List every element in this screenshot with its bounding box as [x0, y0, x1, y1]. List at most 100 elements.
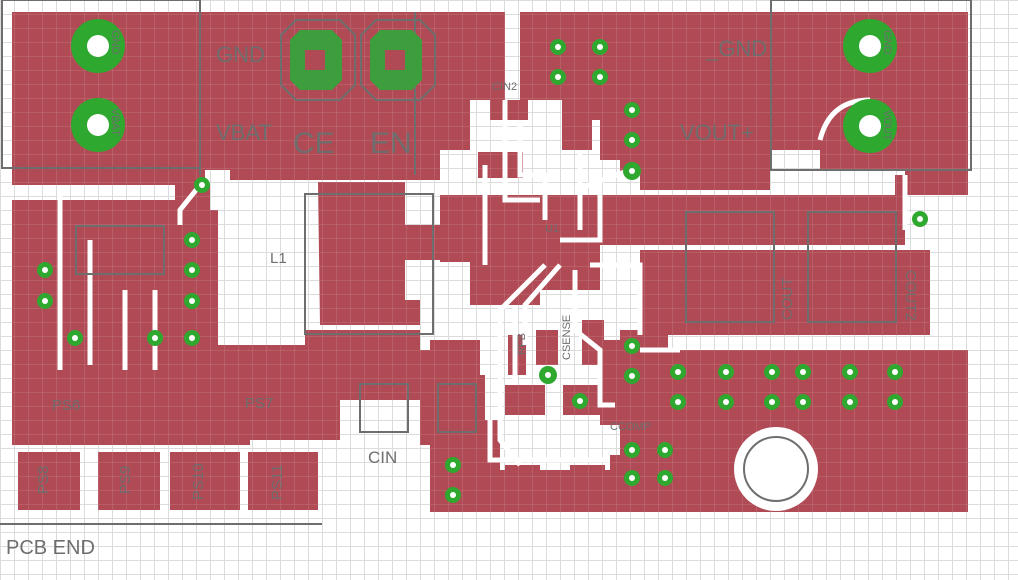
trace-pad [505, 465, 540, 495]
via [795, 394, 811, 410]
trace-pad [490, 100, 528, 120]
pad-hole [87, 35, 109, 57]
pcb-end-label: PCB END [6, 537, 95, 559]
via [670, 364, 686, 380]
pin-label-j2-vout: VOUT [881, 110, 893, 141]
via [550, 39, 566, 55]
via [887, 364, 903, 380]
via [657, 470, 673, 486]
via [623, 162, 641, 180]
label-ps9: PS9 [117, 466, 134, 494]
cout2-outline [807, 211, 897, 323]
label-cout2: COUT2 [902, 270, 919, 321]
via-layer [37, 39, 928, 503]
label-vbat: VBAT [216, 120, 272, 145]
label-cin2: CIN2 [492, 81, 517, 93]
via [718, 394, 734, 410]
via [718, 364, 734, 380]
via [592, 69, 608, 85]
trace-pad [610, 405, 650, 425]
cout-outline [685, 211, 775, 323]
pad-ps9 [98, 452, 160, 510]
label-ps10: PS10 [190, 463, 207, 500]
pin-label-j1-gnd: GND [109, 30, 121, 55]
label-gnd-right: _GND [705, 36, 767, 61]
copper-pour-vout [600, 175, 905, 245]
copper-pour-right-bottom [430, 330, 968, 512]
label-gnd-left: GND [216, 42, 265, 67]
label-l1: L1 [270, 250, 287, 267]
connector-j2-outline [770, 0, 972, 171]
via [572, 393, 588, 409]
via [842, 394, 858, 410]
label-vout: VOUT+ [680, 120, 754, 145]
ic-outline [75, 225, 165, 275]
jumper-ce-outline [280, 19, 356, 101]
trace-pad [570, 465, 605, 495]
copper-pour-inductor [318, 182, 470, 325]
mounting-hole-ring [743, 436, 809, 502]
pad-layer [71, 19, 897, 511]
via [624, 102, 640, 118]
pin-label-j2-gnd: GND [881, 30, 893, 55]
pad-hole [859, 35, 881, 57]
label-ps6: PS6 [52, 397, 80, 414]
cin2-outline [437, 383, 477, 433]
via [795, 364, 811, 380]
via [764, 394, 780, 410]
trace-pad [536, 330, 558, 365]
mounting-hole [734, 427, 818, 511]
via [445, 457, 461, 473]
copper-pour-cout-area [640, 250, 930, 335]
cin-outline [359, 383, 409, 433]
label-ps8: PS8 [35, 466, 52, 494]
via [592, 39, 608, 55]
via [37, 262, 53, 278]
silkscreen-layer [0, 0, 972, 525]
via [887, 394, 903, 410]
via [184, 293, 200, 309]
via [624, 368, 640, 384]
via [624, 338, 640, 354]
pad-ps10 [170, 452, 240, 510]
copper-pour-left-mid [12, 185, 485, 445]
via [184, 262, 200, 278]
pad-hole [305, 50, 325, 70]
label-ce: CE [293, 127, 335, 160]
via [194, 177, 210, 193]
pad-hole [385, 50, 405, 70]
jumper-en-outline [360, 19, 436, 101]
via [764, 364, 780, 380]
via [147, 330, 163, 346]
label-cout: COUT [779, 278, 796, 321]
via [550, 69, 566, 85]
via [912, 211, 928, 227]
silk-text: GND VBAT CE EN _GND VOUT+ CIN CIN2 L1 PS… [35, 30, 919, 500]
label-ps7: PS7 [245, 395, 273, 412]
via [624, 470, 640, 486]
pad-hole [859, 115, 881, 137]
inductor-l1-outline [304, 193, 434, 335]
label-en: EN [370, 127, 412, 160]
trace-pad [475, 270, 495, 305]
via [445, 487, 461, 503]
via [37, 293, 53, 309]
trace-pad [505, 385, 545, 415]
label-cin: CIN [368, 448, 397, 467]
trace-pad [562, 100, 592, 150]
label-ccomp: CCOMP [610, 421, 651, 433]
via [184, 330, 200, 346]
label-ps11: PS11 [269, 464, 286, 500]
via [670, 394, 686, 410]
pad-ps11 [248, 452, 318, 510]
pad-ps8 [18, 452, 80, 510]
label-u1: U1 [545, 223, 559, 235]
label-csense: CSENSE [561, 315, 573, 360]
via [184, 232, 200, 248]
via [842, 364, 858, 380]
copper-layer [12, 12, 968, 512]
via [657, 442, 673, 458]
pad-hole [87, 114, 109, 136]
via [624, 442, 640, 458]
